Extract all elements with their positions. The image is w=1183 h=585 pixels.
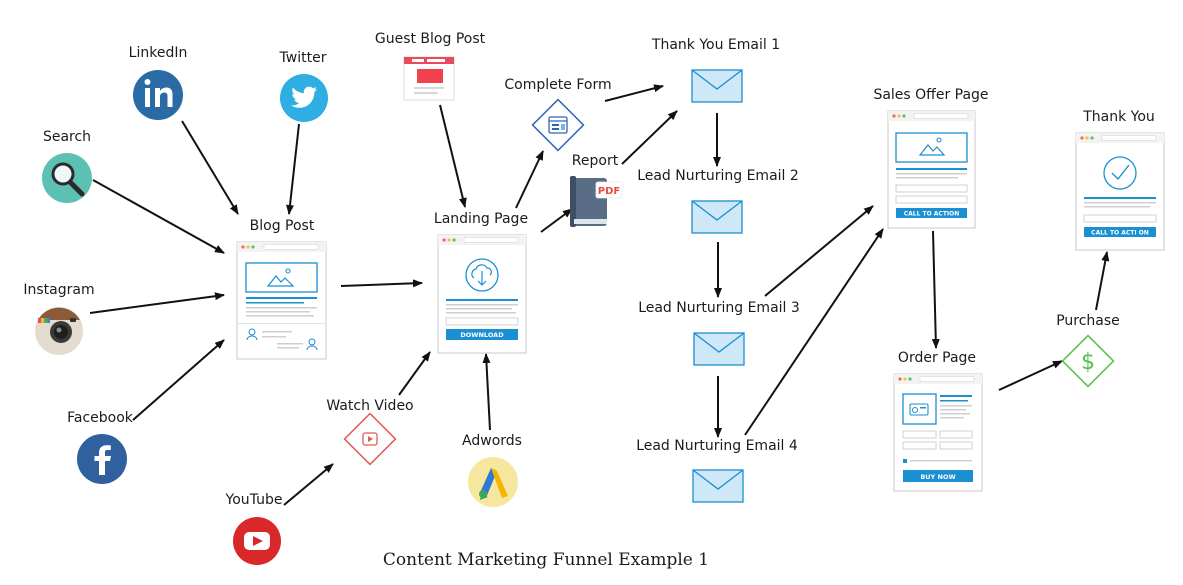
arrow-landing-to-report bbox=[540, 208, 573, 233]
diagram-caption: Content Marketing Funnel Example 1 bbox=[383, 550, 709, 570]
arrow-search-to-blog bbox=[92, 179, 225, 254]
blog-post-page bbox=[236, 241, 327, 360]
credit-card-icon bbox=[909, 403, 929, 416]
report-pdf-icon: PDF bbox=[570, 176, 623, 227]
checkmark-icon bbox=[1103, 156, 1137, 190]
label-lead-email-2: Lead Nurturing Email 2 bbox=[637, 168, 799, 184]
arrow-linkedin-to-blog bbox=[181, 120, 239, 215]
label-watch-video: Watch Video bbox=[326, 398, 413, 414]
thank-you-email-1-icon bbox=[691, 69, 743, 103]
twitter-icon bbox=[280, 74, 328, 122]
label-guest-blog-post: Guest Blog Post bbox=[375, 31, 486, 47]
label-lead-email-4: Lead Nurturing Email 4 bbox=[636, 438, 798, 454]
linkedin-icon bbox=[133, 70, 183, 120]
arrow-twitter-to-blog bbox=[286, 123, 300, 215]
order-page: BUY NOW bbox=[893, 373, 983, 492]
label-adwords: Adwords bbox=[462, 433, 522, 449]
label-order-page: Order Page bbox=[898, 350, 976, 366]
arrow-youtube-to-video bbox=[283, 463, 334, 506]
dollar-sign-glyph: $ bbox=[1081, 350, 1095, 375]
label-report: Report bbox=[572, 153, 619, 169]
arrow-email3-to-sales bbox=[764, 205, 874, 297]
node-labels: LinkedIn Twitter Guest Blog Post Thank Y… bbox=[23, 31, 1154, 508]
label-thank-you-email-1: Thank You Email 1 bbox=[651, 37, 780, 53]
arrow-sales-to-order bbox=[931, 230, 940, 349]
lead-email-4-icon bbox=[692, 469, 744, 503]
label-lead-email-3: Lead Nurturing Email 3 bbox=[638, 300, 800, 316]
buy-now-label: BUY NOW bbox=[920, 473, 955, 481]
label-complete-form: Complete Form bbox=[504, 77, 611, 93]
complete-form-icon bbox=[531, 98, 585, 152]
arrow-purchase-to-thankyou bbox=[1095, 251, 1110, 311]
label-blog-post: Blog Post bbox=[250, 218, 315, 234]
label-facebook: Facebook bbox=[67, 410, 134, 426]
label-search: Search bbox=[43, 129, 91, 145]
youtube-icon bbox=[233, 517, 281, 565]
arrow-instagram-to-blog bbox=[89, 292, 225, 314]
lead-email-3-icon bbox=[693, 332, 745, 366]
arrow-guestblog-to-landing bbox=[439, 104, 467, 208]
arrow-form-to-email1 bbox=[604, 84, 664, 102]
call-to-action-label-2: CALL TO ACTI ON bbox=[1091, 230, 1149, 237]
arrow-email4-to-sales bbox=[744, 228, 884, 436]
arrow-report-to-email1 bbox=[621, 110, 678, 165]
pdf-tag-label: PDF bbox=[598, 186, 620, 197]
arrow-adwords-to-landing bbox=[482, 353, 491, 431]
adwords-icon bbox=[468, 457, 518, 507]
sales-offer-page: CALL TO ACTION bbox=[887, 110, 976, 229]
label-youtube: YouTube bbox=[225, 492, 283, 508]
download-button[interactable] bbox=[446, 329, 518, 340]
label-sales-offer-page: Sales Offer Page bbox=[873, 87, 988, 103]
arrow-video-to-landing bbox=[398, 351, 431, 396]
purchase-dollar-icon: $ bbox=[1061, 334, 1115, 388]
arrow-blog-to-landing bbox=[340, 279, 423, 288]
arrow-facebook-to-blog bbox=[132, 339, 225, 421]
landing-page: DOWNLOAD bbox=[437, 234, 527, 354]
label-landing-page: Landing Page bbox=[434, 211, 528, 227]
connector-arrows bbox=[89, 84, 1110, 506]
download-button-label: DOWNLOAD bbox=[460, 331, 504, 339]
call-to-action-button-2[interactable] bbox=[1084, 227, 1156, 237]
guest-blog-post-icon bbox=[403, 56, 455, 101]
label-instagram: Instagram bbox=[23, 282, 94, 298]
label-purchase: Purchase bbox=[1056, 313, 1120, 329]
facebook-icon bbox=[77, 434, 127, 484]
instagram-icon bbox=[35, 307, 83, 355]
label-thank-you: Thank You bbox=[1082, 109, 1155, 125]
thank-you-page: CALL TO ACTI ON bbox=[1075, 132, 1165, 251]
call-to-action-button[interactable] bbox=[896, 208, 967, 218]
label-linkedin: LinkedIn bbox=[129, 45, 188, 61]
lead-email-2-icon bbox=[691, 200, 743, 234]
search-icon bbox=[42, 153, 92, 203]
arrow-order-to-purchase bbox=[998, 360, 1063, 391]
buy-now-button[interactable] bbox=[903, 470, 973, 482]
call-to-action-label: CALL TO ACTION bbox=[904, 211, 960, 218]
watch-video-icon bbox=[343, 412, 397, 466]
arrow-landing-to-form bbox=[515, 150, 544, 209]
label-twitter: Twitter bbox=[279, 50, 327, 66]
